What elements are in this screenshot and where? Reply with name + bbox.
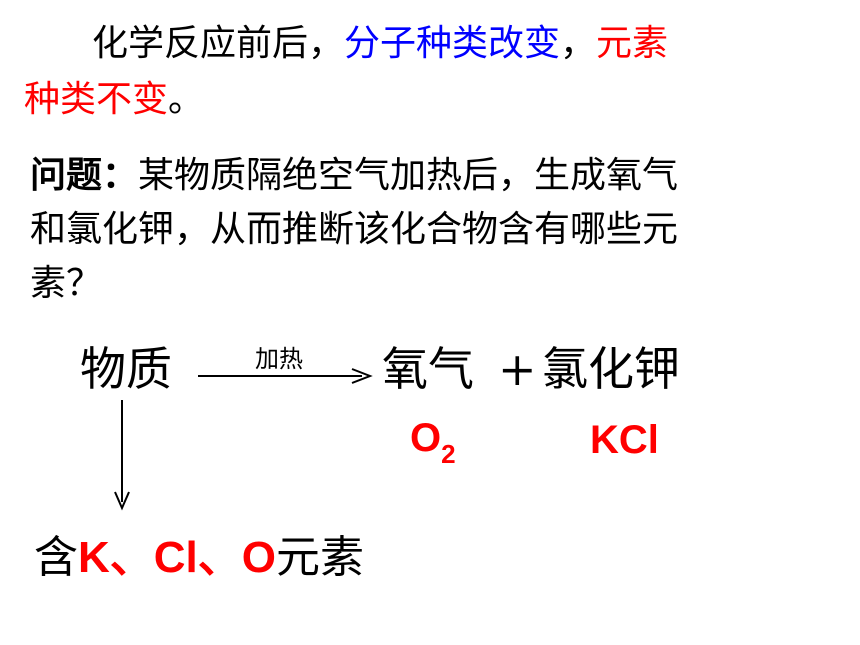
element-cl: Cl xyxy=(153,533,198,582)
down-arrow-icon xyxy=(114,400,130,511)
question-label: 问题： xyxy=(30,155,139,196)
question-line-3: 素？ xyxy=(30,255,102,312)
formula-oxygen-base: O xyxy=(410,416,442,460)
plus-sign: + xyxy=(498,342,537,396)
reactant: 物质 xyxy=(80,342,172,396)
formula-oxygen: O2 xyxy=(410,414,456,478)
conclusion-suffix: 元素 xyxy=(276,532,365,583)
statement-line-1: 化学反应前后，分子种类改变，元素 xyxy=(92,24,668,64)
statement-line-2: 种类不变。 xyxy=(24,80,204,120)
statement-prefix: 化学反应前后， xyxy=(92,23,345,64)
element-o: O xyxy=(241,533,277,582)
formula-potassium-chloride: KCl xyxy=(590,418,659,462)
question-text-2: 和氯化钾，从而推断该化合物含有哪些元 xyxy=(30,209,679,250)
reaction-arrow-icon xyxy=(198,368,373,384)
question-text-3: 素？ xyxy=(30,263,103,304)
conclusion-prefix: 含 xyxy=(34,532,78,583)
question-line-2: 和氯化钾，从而推断该化合物含有哪些元 xyxy=(30,201,678,258)
element-k: K xyxy=(78,533,110,582)
question-text-1: 某物质隔绝空气加热后，生成氧气 xyxy=(138,155,679,196)
separator-2: 、 xyxy=(197,533,242,582)
formula-oxygen-subscript: 2 xyxy=(441,439,456,469)
highlight-molecule-change: 分子种类改变 xyxy=(344,23,561,64)
product-oxygen: 氧气 xyxy=(382,342,474,396)
highlight-element-2: 种类不变 xyxy=(24,79,169,120)
product-potassium-chloride: 氯化钾 xyxy=(542,342,680,396)
statement-suffix: 。 xyxy=(168,79,205,120)
conclusion: 含K、Cl、O元素 xyxy=(34,532,364,584)
highlight-element-1: 元素 xyxy=(596,23,669,64)
question-line-1: 问题：某物质隔绝空气加热后，生成氧气 xyxy=(30,147,678,204)
reaction-condition: 加热 xyxy=(255,345,303,373)
separator-1: 、 xyxy=(109,533,154,582)
statement-comma: ， xyxy=(560,23,597,64)
